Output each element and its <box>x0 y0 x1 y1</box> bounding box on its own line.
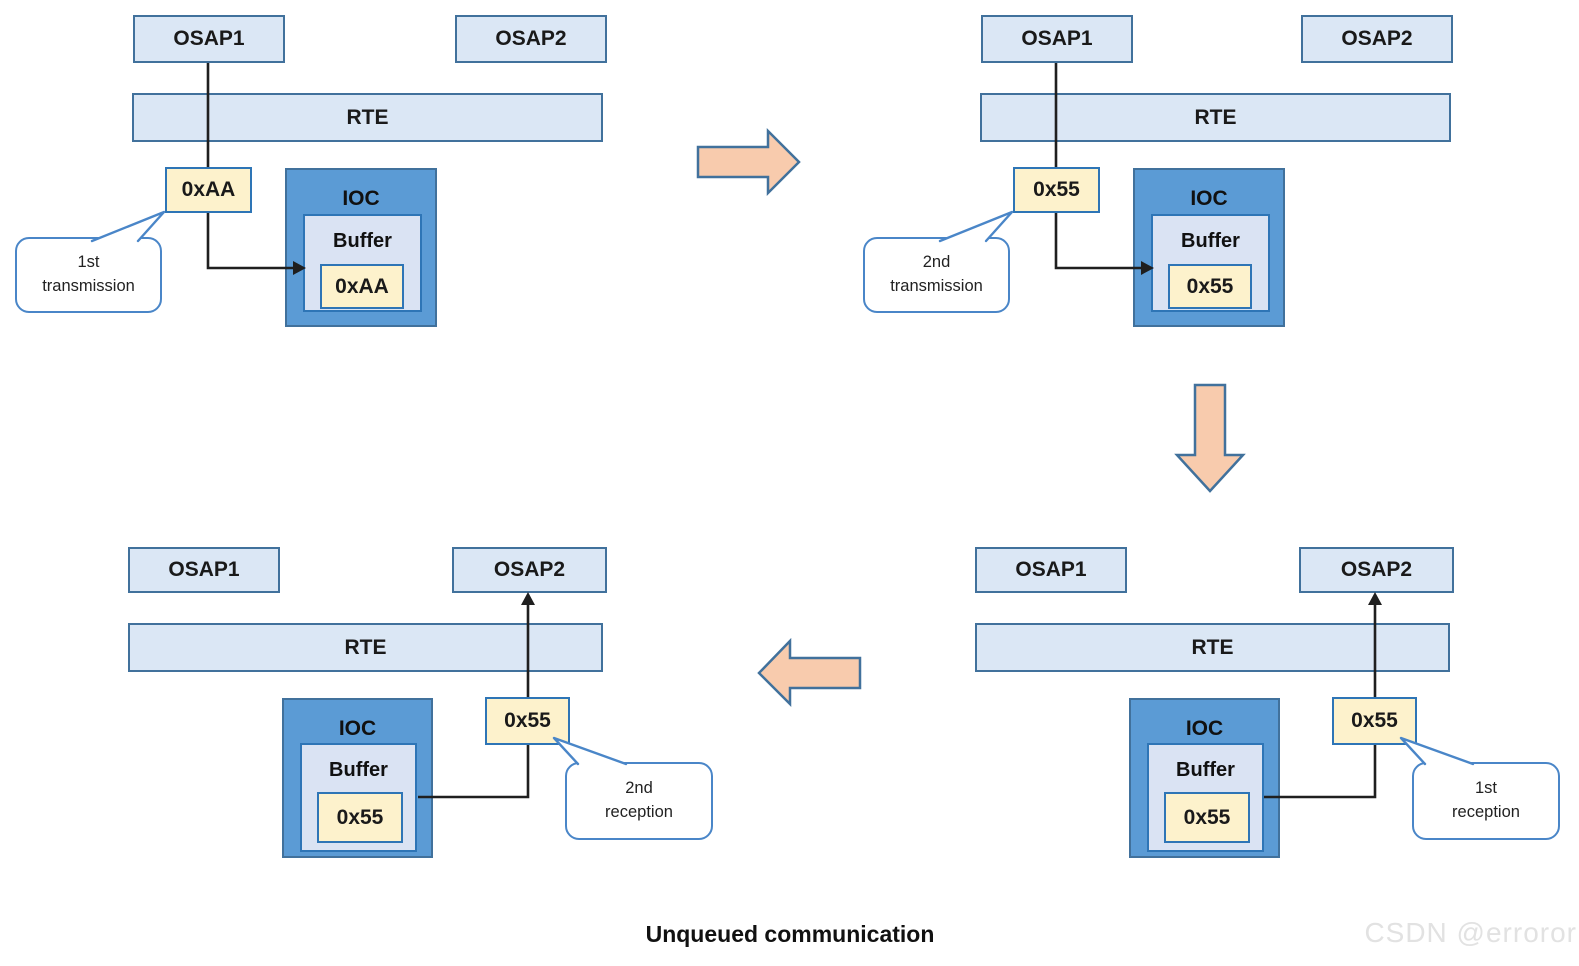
top-left-value-box: 0xAA <box>165 167 252 213</box>
bottom-left-callout-text: 2nd reception <box>605 779 673 821</box>
right-block-arrow-icon <box>696 127 801 197</box>
top-left-buffer-value-box: 0xAA <box>320 264 404 309</box>
top-left-ioc-label: IOC <box>342 187 380 210</box>
watermark-text: CSDN @erroror <box>1364 917 1577 948</box>
top-left-buffer-label: Buffer <box>333 229 392 252</box>
top-right-callout-text: 2nd transmission <box>890 253 983 295</box>
top-left-rte-bar: RTE <box>132 93 603 142</box>
bottom-right-callout: 1st reception <box>1412 762 1560 840</box>
bottom-left-ioc-label: IOC <box>338 717 377 740</box>
bottom-right-buffer-value-box: 0x55 <box>1164 792 1250 843</box>
bottom-left-arrowhead-icon <box>521 592 535 605</box>
top-right-osap2-box: OSAP2 <box>1301 15 1453 63</box>
bottom-right-value-box: 0x55 <box>1332 697 1417 745</box>
top-right-rte-bar: RTE <box>980 93 1451 142</box>
bottom-left-osap2-box: OSAP2 <box>452 547 607 593</box>
bottom-right-rte-bar: RTE <box>975 623 1450 672</box>
bottom-right-osap2-box: OSAP2 <box>1299 547 1454 593</box>
bottom-right-arrowhead-icon <box>1368 592 1382 605</box>
top-left-callout: 1st transmission <box>15 237 162 313</box>
top-right-value-box: 0x55 <box>1013 167 1100 213</box>
top-left-osap1-box: OSAP1 <box>133 15 285 63</box>
bottom-right-osap1-box: OSAP1 <box>975 547 1127 593</box>
top-right-ioc-label: IOC <box>1190 187 1228 210</box>
top-right-buffer-label: Buffer <box>1181 229 1240 252</box>
top-right-buffer-value-box: 0x55 <box>1168 264 1252 309</box>
bottom-right-buffer-label: Buffer <box>1176 758 1235 781</box>
diagram-title: Unqueued communication <box>645 921 935 947</box>
bottom-left-buffer-value-box: 0x55 <box>317 792 403 843</box>
bottom-left-osap1-box: OSAP1 <box>128 547 280 593</box>
bottom-left-rte-bar: RTE <box>128 623 603 672</box>
bottom-right-callout-text: 1st reception <box>1452 779 1520 821</box>
top-left-callout-text: 1st transmission <box>42 253 135 295</box>
top-right-callout: 2nd transmission <box>863 237 1010 313</box>
top-left-osap2-box: OSAP2 <box>455 15 607 63</box>
top-right-osap1-box: OSAP1 <box>981 15 1133 63</box>
bottom-left-value-box: 0x55 <box>485 697 570 745</box>
down-block-arrow-icon <box>1174 383 1246 493</box>
left-block-arrow-icon <box>757 637 862 708</box>
bottom-left-buffer-label: Buffer <box>329 758 388 781</box>
bottom-right-ioc-label: IOC <box>1185 717 1224 740</box>
bottom-left-callout: 2nd reception <box>565 762 713 840</box>
